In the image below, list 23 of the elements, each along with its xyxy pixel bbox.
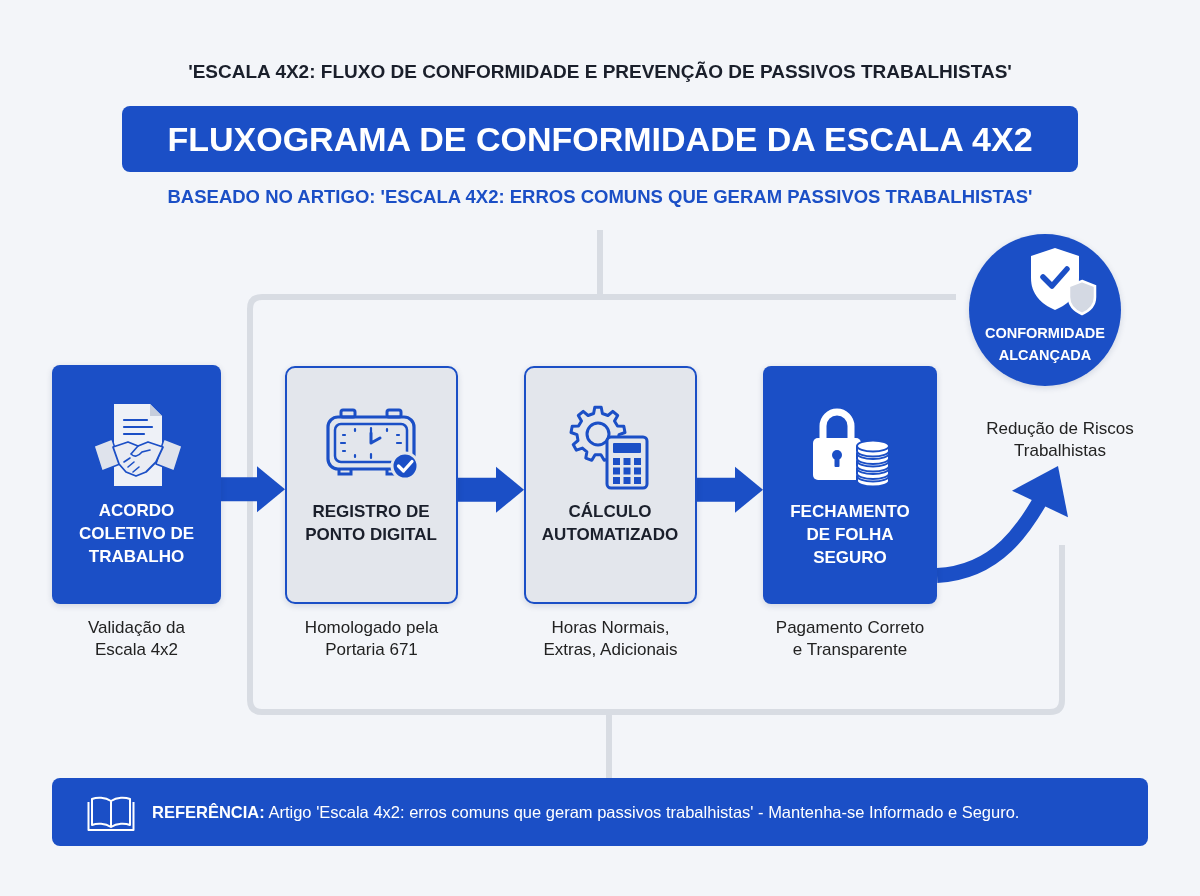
banner-title: FLUXOGRAMA DE CONFORMIDADE DA ESCALA 4X2: [167, 119, 1033, 160]
step-title: CÁLCULO AUTOMATIZADO: [540, 500, 680, 546]
reference-bar: [52, 778, 1148, 846]
page-title: 'ESCALA 4X2: FLUXO DE CONFORMIDADE E PREVENÇÃO DE PASSIVOS TRABALHISTAS': [188, 60, 1012, 84]
step-caption: Validação da Escala 4x2: [86, 617, 186, 661]
step-title: REGISTRO DE PONTO DIGITAL: [304, 500, 438, 546]
step-caption: Pagamento Correto e Transparente: [774, 617, 926, 661]
step-caption: Horas Normais, Extras, Adicionais: [542, 617, 679, 661]
flow-arrow: [221, 466, 285, 513]
step-title: FECHAMENTO DE FOLHA SEGURO: [789, 501, 911, 569]
process-box: [285, 366, 458, 604]
title-banner: [122, 106, 1078, 172]
flow-arrow: [697, 466, 763, 513]
step-caption: Homologado pela Portaria 671: [303, 617, 440, 661]
goal-title: CONFORMIDADE ALCANÇADA: [984, 324, 1106, 365]
step-caption: Redução de Riscos Trabalhistas: [985, 418, 1135, 462]
subtitle: BASEADO NO ARTIGO: 'ESCALA 4X2: ERROS COMUNS QUE GERAM PASSIVOS TRABALHISTAS': [167, 185, 1033, 209]
flow-arrow: [458, 466, 524, 513]
process-box: [52, 365, 221, 604]
process-box: [524, 366, 697, 604]
process-box: [763, 366, 937, 604]
step-title: ACORDO COLETIVO DE TRABALHO: [77, 500, 196, 568]
reference-text: REFERÊNCIA: Artigo 'Escala 4x2: erros comuns que geram passivos trabalhistas' - Mantenha-se Informado e Seguro.: [152, 802, 1020, 823]
